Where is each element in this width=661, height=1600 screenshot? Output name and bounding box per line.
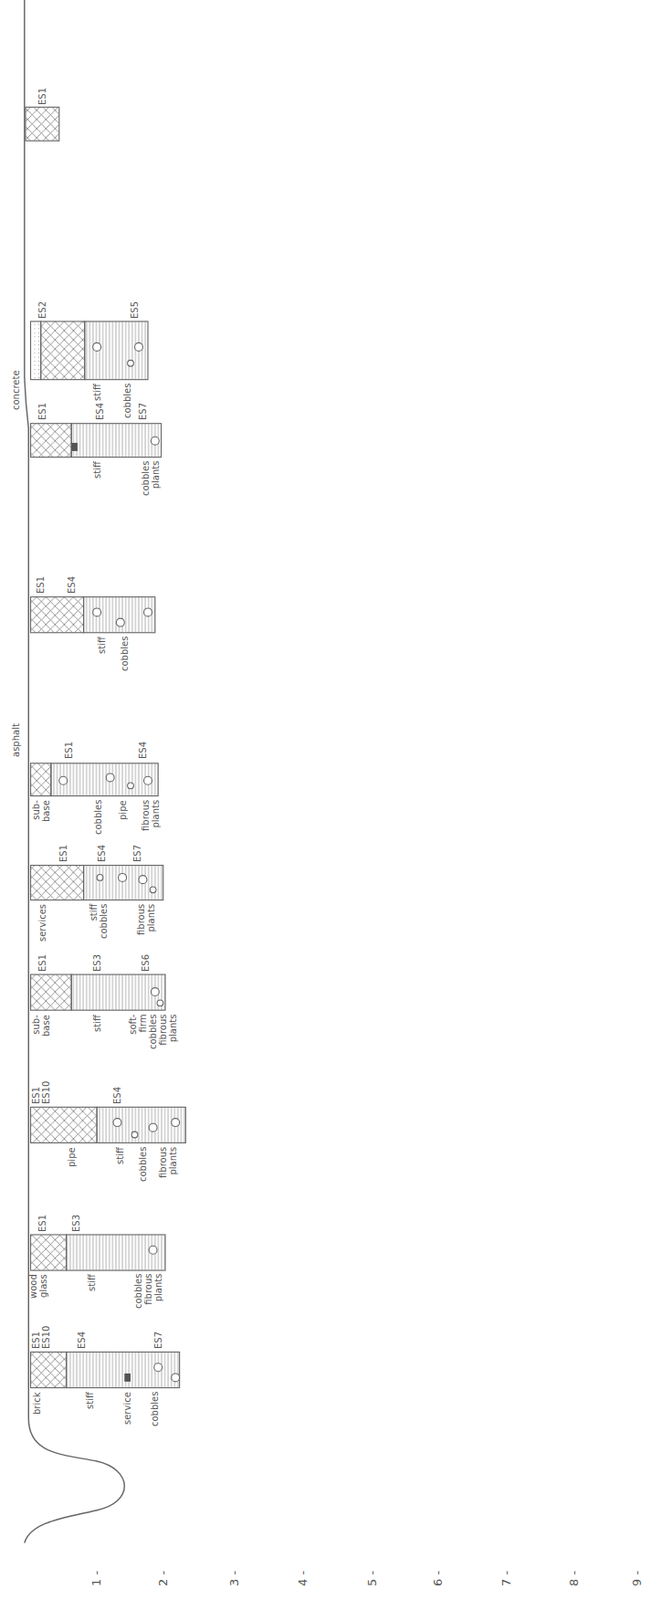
pit-note: sub-base [31, 1014, 52, 1037]
pit-note: ES4 [137, 741, 148, 759]
pit-note: ES4 [76, 1331, 87, 1349]
pit-note: stiff [84, 1391, 95, 1409]
pit-note: fibrous plants [157, 1146, 179, 1178]
pit-note: pipe [117, 799, 128, 820]
pit-note: stiff [92, 461, 103, 479]
pit-note: ES1 ES10 [31, 1325, 52, 1349]
pit-note: cobbles [119, 636, 130, 672]
depth-tick: 4 - [296, 1570, 310, 1586]
pit-note: ES1 ES10 [31, 1080, 52, 1104]
pit-note: cobbles fibrous plants [133, 1273, 164, 1309]
pit-note: stiff cobbles [88, 902, 109, 938]
cobble-symbols [59, 342, 180, 1381]
pit-note: concrete [10, 370, 21, 411]
pit-note: stiff [92, 1014, 103, 1032]
service-marks [71, 442, 131, 1382]
pit-columns [25, 106, 186, 1387]
pit-note: asphalt [10, 723, 21, 757]
pit-note: sub-base [31, 799, 52, 822]
pit-note: cobbles plants [140, 461, 161, 496]
depth-tick: 9 - [630, 1570, 644, 1586]
pit-note: soft-firm cobbles fibrous plants [127, 1013, 179, 1049]
pit-note: fibrous plants [136, 903, 157, 935]
pit-note: service [122, 1391, 133, 1425]
pit-note: cobbles [149, 1391, 160, 1427]
pit-note: ES5 [129, 301, 140, 319]
depth-tick: 8 - [567, 1570, 581, 1586]
pit-note: ES1 [37, 954, 48, 972]
pit-note: ES1 [37, 87, 48, 105]
depth-tick: 7 - [500, 1570, 514, 1586]
pit-note: ES1 [37, 402, 48, 420]
pit-note: pipe [66, 1146, 77, 1167]
pit-note: ES3 [92, 954, 103, 972]
pit-note: ES4 [112, 1086, 123, 1104]
pit-note: ES7 [153, 1331, 164, 1349]
pit-note: cobbles [93, 798, 104, 834]
pit-note: ES7 [132, 844, 143, 862]
depth-tick: 3 - [228, 1570, 242, 1586]
pit-note: ES1 [63, 741, 74, 759]
pit-note: ES4 [96, 844, 107, 862]
depth-tick: 6 - [431, 1570, 445, 1586]
pit-note: services [37, 903, 48, 942]
pit-note: ES1 [35, 576, 46, 594]
depth-tick: 1 - [90, 1570, 104, 1586]
pit-note: stiff [92, 383, 103, 401]
pit-note: stiff [86, 1274, 97, 1292]
pit-note: ES4 [94, 402, 105, 420]
pit-note: ES2 [37, 301, 48, 319]
pit-note: ES1 [58, 844, 69, 862]
pit-note: brick [31, 1391, 42, 1415]
pit-note: wood glass [28, 1274, 49, 1300]
depth-tick: 2 - [157, 1570, 170, 1586]
pit-note: cobbles [137, 1145, 148, 1181]
pit-note: ES3 [71, 1214, 82, 1232]
pit-note: fibrous plants [140, 799, 161, 831]
pit-note: ES7 [137, 402, 148, 420]
pit-note: cobbles [122, 383, 133, 419]
pit-note: stiff [96, 636, 107, 654]
pit-note: ES4 [66, 576, 77, 594]
pit-note: ES1 [37, 1214, 48, 1232]
depth-tick: 5 - [366, 1570, 379, 1586]
pit-note: ES6 [140, 954, 151, 972]
pit-note: stiff [115, 1146, 126, 1165]
